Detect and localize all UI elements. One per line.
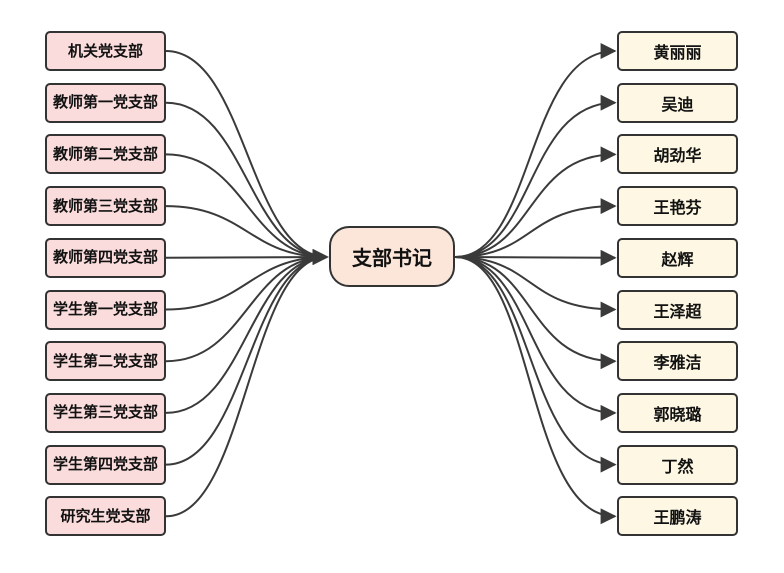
- connector-left-2: [165, 101, 329, 265]
- left-node-student-2[interactable]: 学生第二党支部: [45, 341, 166, 382]
- right-node-1[interactable]: 黄丽丽: [617, 31, 738, 71]
- right-node-7[interactable]: 李雅洁: [617, 341, 738, 382]
- center-node-branch-secretary[interactable]: 支部书记: [329, 226, 455, 287]
- right-node-5[interactable]: 赵辉: [617, 237, 738, 278]
- left-node-graduate[interactable]: 研究生党支部: [45, 496, 166, 537]
- right-node-2[interactable]: 吴迪: [617, 82, 738, 123]
- connector-left-10: [165, 249, 329, 518]
- right-node-3[interactable]: 胡劲华: [617, 134, 738, 175]
- connector-right-10: [454, 256, 617, 525]
- right-node-8[interactable]: 郭晓璐: [617, 392, 738, 433]
- left-node-teacher-4[interactable]: 教师第四党支部: [45, 237, 166, 278]
- left-node-jiguan[interactable]: 机关党支部: [45, 31, 166, 71]
- left-node-student-4[interactable]: 学生第四党支部: [45, 444, 166, 485]
- right-node-9[interactable]: 丁然: [617, 444, 738, 485]
- connector-right-6: [454, 256, 617, 318]
- connector-right-3: [454, 146, 617, 258]
- connector-right-8: [454, 256, 617, 421]
- right-node-4[interactable]: 王艳芬: [617, 186, 738, 227]
- left-node-student-1[interactable]: 学生第一党支部: [45, 289, 166, 330]
- connector-right-9: [454, 256, 617, 473]
- left-node-teacher-2[interactable]: 教师第二党支部: [45, 134, 166, 175]
- connector-left-6: [165, 249, 329, 311]
- connector-left-5: [165, 249, 329, 266]
- connector-left-4: [165, 205, 329, 265]
- connector-left-1: [165, 50, 329, 265]
- connector-right-4: [454, 198, 617, 258]
- connector-left-9: [165, 249, 329, 466]
- connector-right-7: [454, 256, 617, 370]
- right-node-6[interactable]: 王泽超: [617, 289, 738, 330]
- connector-right-2: [454, 94, 617, 258]
- connector-right-1: [454, 43, 617, 258]
- connector-left-8: [165, 249, 329, 414]
- left-node-teacher-1[interactable]: 教师第一党支部: [45, 82, 166, 123]
- connector-right-5: [454, 249, 617, 266]
- right-node-10[interactable]: 王鹏涛: [617, 496, 738, 537]
- left-node-student-3[interactable]: 学生第三党支部: [45, 392, 166, 433]
- connector-left-3: [165, 153, 329, 265]
- connector-left-7: [165, 249, 329, 363]
- left-node-teacher-3[interactable]: 教师第三党支部: [45, 186, 166, 227]
